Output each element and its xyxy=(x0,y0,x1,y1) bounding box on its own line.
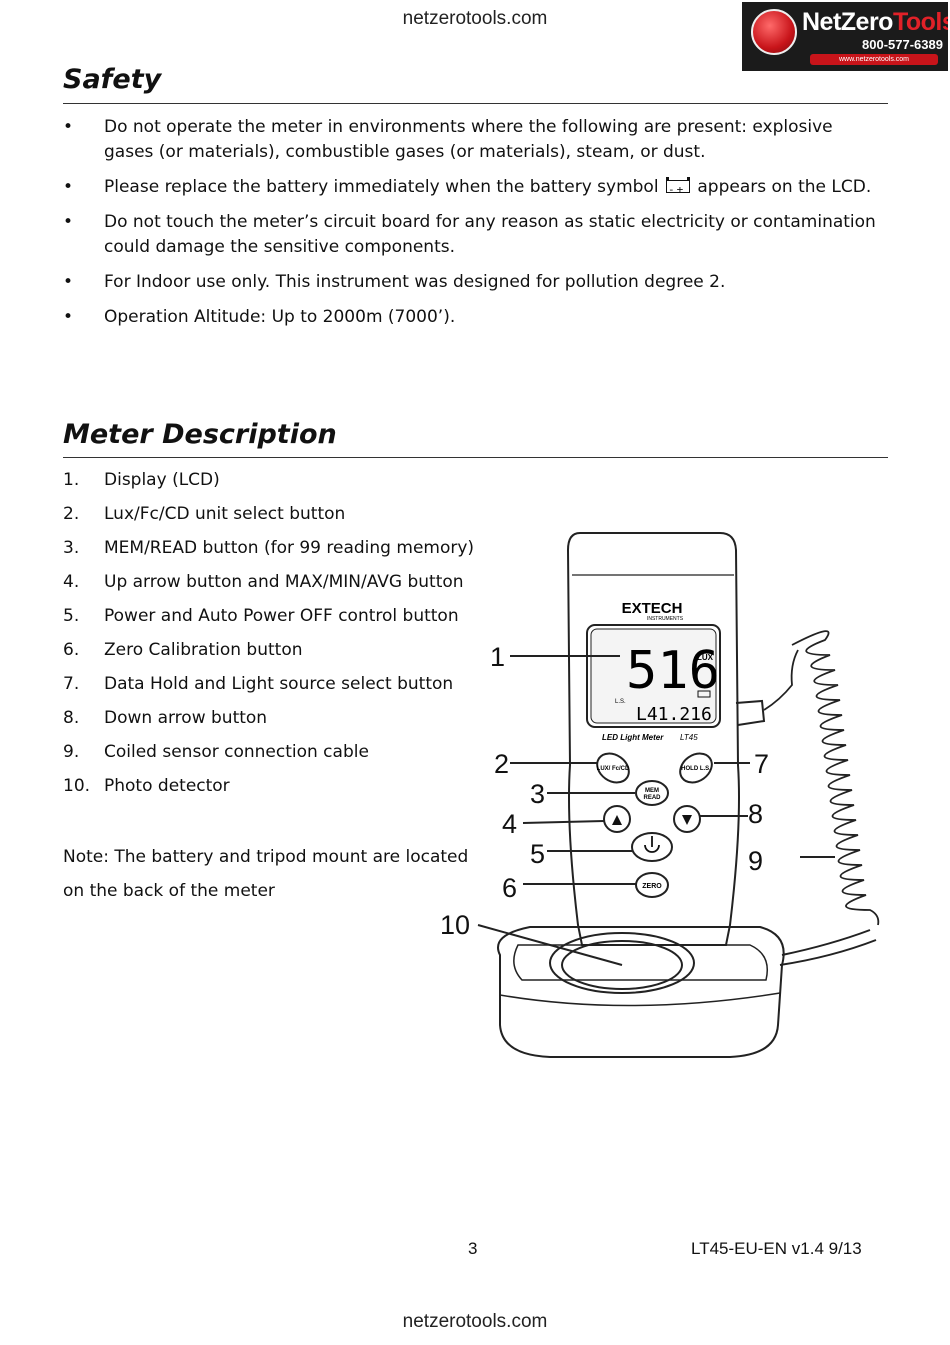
battery-icon: -+ xyxy=(665,177,690,196)
safety-list: •Do not operate the meter in environment… xyxy=(63,115,883,340)
svg-text:LT45: LT45 xyxy=(680,733,698,742)
lcd-reading: 516 xyxy=(626,641,720,701)
callout-7: 7 xyxy=(754,749,769,779)
meter-description-rule xyxy=(63,457,888,458)
coiled-cable xyxy=(763,630,880,926)
list-item: •Please replace the battery immediately … xyxy=(63,177,872,197)
svg-text:READ: READ xyxy=(643,795,661,801)
callout-4: 4 xyxy=(502,809,517,839)
up-button-shape xyxy=(603,805,631,833)
header-site-url: netzerotools.com xyxy=(402,8,548,29)
svg-text:ZERO: ZERO xyxy=(642,883,662,890)
svg-text:LUX/ Fc/CD: LUX/ Fc/CD xyxy=(597,766,630,772)
note-line-2: on the back of the meter xyxy=(63,881,275,901)
battery-note: Note: The battery and tripod mount are l… xyxy=(63,840,473,908)
list-item: 1.Display (LCD) xyxy=(63,470,220,490)
lcd-sub-reading: L41.216 xyxy=(636,704,712,725)
list-item: 5.Power and Auto Power OFF control butto… xyxy=(63,606,459,626)
logo-emblem-icon xyxy=(751,9,797,55)
svg-text:LED Light Meter: LED Light Meter xyxy=(602,733,664,742)
page-number: 3 xyxy=(468,1239,478,1258)
list-item: •Operation Altitude: Up to 2000m (7000’)… xyxy=(63,307,456,327)
svg-text:HOLD L.S.: HOLD L.S. xyxy=(681,766,711,772)
svg-text:LUX: LUX xyxy=(697,653,714,662)
note-line-1: Note: The battery and tripod mount are l… xyxy=(63,847,469,867)
callout-9: 9 xyxy=(748,846,763,876)
list-item: 7.Data Hold and Light source select butt… xyxy=(63,674,454,694)
logo-brand: NetZeroTools xyxy=(802,8,948,36)
list-item: •Do not operate the meter in environment… xyxy=(63,117,833,162)
list-item: 3.MEM/READ button (for 99 reading memory… xyxy=(63,538,475,558)
mem-read-button-shape xyxy=(635,780,669,806)
list-item: 8.Down arrow button xyxy=(63,708,268,728)
svg-text:L.S.: L.S. xyxy=(615,699,626,705)
netzerotools-logo: NetZeroTools 800-577-6389 www.netzerotoo… xyxy=(742,2,948,71)
logo-url: www.netzerotools.com xyxy=(810,54,938,65)
safety-rule xyxy=(63,103,888,104)
list-item: 4.Up arrow button and MAX/MIN/AVG button xyxy=(63,572,464,592)
callout-8: 8 xyxy=(748,799,763,829)
down-arrow-icon xyxy=(682,815,692,825)
power-icon xyxy=(644,844,660,853)
list-item: 10.Photo detector xyxy=(63,776,230,796)
callout-10: 10 xyxy=(440,910,470,940)
callout-3: 3 xyxy=(530,779,545,809)
callout-6: 6 xyxy=(502,873,517,903)
meter-diagram: EXTECH INSTRUMENTS 516 LUX L.S. L41.216 … xyxy=(440,532,880,1058)
list-item: 2.Lux/Fc/CD unit select button xyxy=(63,504,346,524)
meter-parts-list: 1.Display (LCD) 2.Lux/Fc/CD unit select … xyxy=(63,467,474,807)
callout-5: 5 xyxy=(530,839,545,869)
list-item: 6.Zero Calibration button xyxy=(63,640,303,660)
callout-1: 1 xyxy=(490,642,505,672)
power-button-shape xyxy=(631,832,673,862)
sensor-base-outline xyxy=(497,926,785,1058)
document-id: LT45-EU-EN v1.4 9/13 xyxy=(691,1239,862,1258)
list-item: 9.Coiled sensor connection cable xyxy=(63,742,369,762)
down-button-shape xyxy=(673,805,701,833)
list-item: •Do not touch the meter’s circuit board … xyxy=(63,212,876,257)
logo-phone: 800-577-6389 xyxy=(862,37,943,52)
footer-site-url: netzerotools.com xyxy=(402,1311,548,1332)
svg-text:MEM: MEM xyxy=(645,788,659,794)
svg-text:INSTRUMENTS: INSTRUMENTS xyxy=(647,616,684,622)
hold-button-shape xyxy=(679,752,713,784)
callout-2: 2 xyxy=(494,749,509,779)
meter-description-heading: Meter Description xyxy=(63,419,337,450)
list-item: •For Indoor use only. This instrument wa… xyxy=(63,272,726,292)
up-arrow-icon xyxy=(612,815,622,825)
lux-button-shape xyxy=(596,752,630,784)
meter-brand: EXTECH xyxy=(622,600,683,617)
safety-heading: Safety xyxy=(63,64,162,95)
